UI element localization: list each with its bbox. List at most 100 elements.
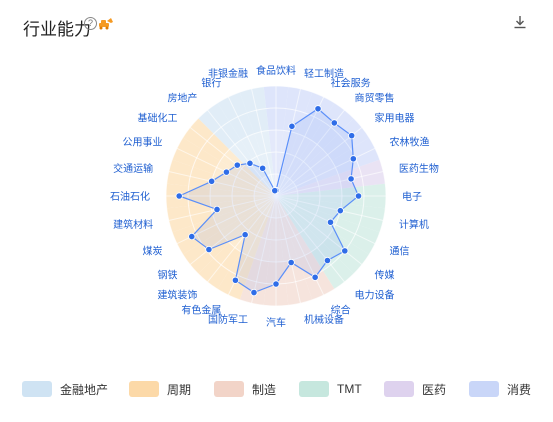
sector-TMT [276, 196, 354, 290]
legend-swatch [22, 381, 52, 397]
legend-label: 制造 [252, 382, 277, 397]
axis-spoke [275, 127, 363, 197]
data-point [323, 256, 332, 265]
sector-TMT [276, 196, 370, 274]
axis-spoke [275, 195, 301, 304]
legend-label: TMT [337, 382, 362, 396]
legend-label: 金融地产 [60, 382, 109, 397]
data-point [208, 177, 216, 185]
legend-swatch [299, 381, 329, 397]
data-point [259, 164, 267, 172]
card-title: 行业能力 [23, 20, 91, 39]
legend-item[interactable]: 周期 [129, 380, 191, 398]
legend-label: 消费 [507, 382, 532, 397]
axis-label: 煤炭 [142, 245, 162, 258]
sector-周期 [182, 196, 276, 274]
data-point [311, 273, 319, 281]
axis-spoke [275, 171, 384, 197]
chart-legend: 金融地产 周期 制造 TMT 医药 消费 [22, 380, 542, 400]
data-point [347, 175, 355, 183]
axis-spoke [189, 127, 277, 197]
axis-label: 食品饮料 [256, 64, 296, 77]
legend-swatch [384, 381, 414, 397]
sector-消费 [276, 92, 335, 196]
data-point [288, 122, 296, 130]
data-point [287, 258, 295, 267]
axis-spoke [275, 96, 325, 197]
axis-label: 电力设备 [355, 289, 395, 302]
sector-周期 [172, 196, 276, 255]
axis-label: 房地产 [167, 91, 197, 104]
axis-label: 通信 [390, 246, 410, 258]
sector-制造 [276, 196, 313, 306]
axis-label: 公用事业 [122, 135, 162, 148]
data-point [271, 187, 279, 195]
data-point [241, 231, 249, 239]
download-icon[interactable] [512, 14, 528, 30]
sector-周期 [166, 159, 276, 196]
data-point [314, 105, 322, 113]
data-point [205, 245, 213, 254]
sector-医药 [276, 159, 386, 196]
legend-item[interactable]: 消费 [469, 380, 531, 398]
data-point [349, 155, 357, 163]
sector-制造 [239, 196, 276, 306]
sector-周期 [182, 118, 276, 196]
axis-label: 钢铁 [157, 269, 177, 282]
legend-item[interactable]: 制造 [214, 380, 276, 398]
axis-spoke [207, 195, 277, 283]
axis-spoke [251, 88, 277, 197]
sector-消费 [276, 118, 370, 196]
radar-chart: 食品饮料轻工制造社会服务商贸零售家用电器农林牧渔医药生物电子计算机通信传媒电力设… [110, 64, 439, 329]
sector-金融地产 [198, 102, 276, 196]
data-point [354, 192, 363, 200]
axis-label: 电子 [402, 190, 422, 203]
sector-周期 [172, 137, 276, 196]
axis-label: 轻工制造 [304, 67, 344, 80]
axis-label: 建筑装饰 [157, 289, 197, 302]
axis-label: 家用电器 [375, 111, 415, 124]
axis-label: 农林牧渔 [390, 135, 430, 148]
axis-label: 国防军工 [208, 313, 248, 326]
legend-swatch [214, 381, 244, 397]
sector-周期 [217, 196, 276, 300]
axis-spoke [275, 195, 376, 245]
data-point [233, 161, 241, 169]
axis-spoke [207, 109, 277, 197]
legend-item[interactable]: 医药 [384, 380, 446, 398]
sector-消费 [276, 86, 313, 196]
axis-label: 石油石化 [110, 190, 150, 203]
axis-label: 非银金融 [208, 67, 248, 80]
legend-swatch [129, 381, 159, 397]
sector-周期 [166, 196, 276, 233]
data-point [213, 205, 221, 214]
axis-spoke [189, 195, 277, 265]
data-point [341, 247, 349, 255]
axis-label: 商贸零售 [355, 91, 395, 104]
data-point [326, 218, 335, 226]
sector-周期 [198, 196, 276, 290]
axis-label: 社会服务 [331, 76, 371, 89]
data-point [250, 288, 258, 297]
axis-spoke [275, 195, 384, 221]
data-point [330, 119, 338, 127]
sector-TMT [276, 196, 380, 255]
axis-label: 银行 [201, 76, 221, 89]
data-point [348, 132, 356, 140]
axis-spoke [275, 147, 376, 197]
axis-spoke [168, 195, 277, 221]
axis-label: 计算机 [399, 218, 429, 231]
axis-spoke [275, 195, 345, 283]
question-circle-icon[interactable]: ? [84, 17, 97, 30]
sector-消费 [276, 137, 380, 196]
axis-label: 基础化工 [137, 111, 177, 124]
legend-label: 周期 [167, 382, 192, 397]
legend-item[interactable]: TMT [299, 380, 362, 398]
axis-spoke [275, 195, 363, 265]
legend-item[interactable]: 金融地产 [22, 380, 108, 398]
excavator-icon [99, 18, 113, 30]
axis-label: 有色金属 [181, 304, 221, 317]
axis-label: 医药生物 [399, 162, 439, 175]
data-point [188, 232, 196, 241]
legend-swatch [469, 381, 499, 397]
